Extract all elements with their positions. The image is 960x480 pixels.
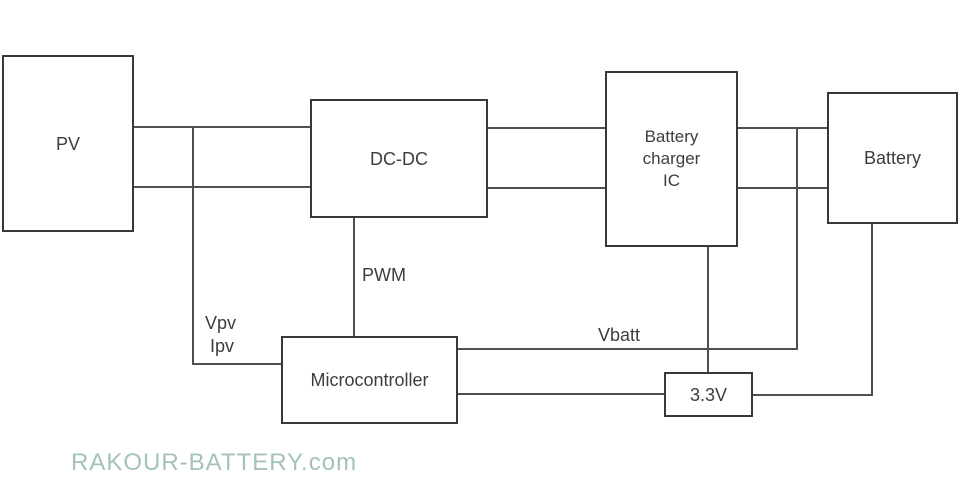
wire-vpv-ipv-sense-vertical <box>192 127 194 365</box>
watermark-text: RAKOUR-BATTERY.com <box>71 449 358 476</box>
3v3-label: 3.3V <box>689 384 728 405</box>
wire-battery-down-vertical <box>871 224 873 396</box>
vpv-net-label: Vpv <box>205 313 237 333</box>
wire-pv-to-dcdc-top <box>134 126 310 128</box>
wire-vpv-ipv-sense-to-mcu <box>192 363 281 365</box>
pwm-net-label: PWM <box>362 265 406 285</box>
3v3-regulator-block: 3.3V <box>664 372 753 417</box>
vbatt-net-label: Vbatt <box>598 325 641 345</box>
wire-charger-to-3v3 <box>707 247 709 372</box>
wire-vbatt-vertical <box>796 128 798 350</box>
wire-dcdc-to-charger-top <box>488 127 605 129</box>
battery-charger-ic-label: Battery charger IC <box>642 127 701 190</box>
wire-dcdc-to-charger-bottom <box>488 187 605 189</box>
microcontroller-label: Microcontroller <box>310 370 429 390</box>
wire-battery-to-3v3 <box>753 394 871 396</box>
microcontroller-block: Microcontroller <box>281 336 458 424</box>
dcdc-converter-block: DC-DC <box>310 99 488 218</box>
wire-vbatt-to-mcu <box>458 348 798 350</box>
wire-pv-to-dcdc-bottom <box>134 186 310 188</box>
pv-block: PV <box>2 55 134 232</box>
battery-charger-ic-block: Battery charger IC <box>605 71 738 247</box>
wire-mcu-to-3v3 <box>458 393 664 395</box>
wire-charger-to-battery-bottom <box>738 187 827 189</box>
battery-label: Battery <box>863 148 922 168</box>
battery-block: Battery <box>827 92 958 224</box>
ipv-net-label: Ipv <box>210 336 235 356</box>
wire-pwm-dcdc-to-mcu <box>353 218 355 336</box>
pv-label: PV <box>55 133 80 154</box>
wire-charger-to-battery-top <box>738 127 827 129</box>
dcdc-label: DC-DC <box>370 148 428 169</box>
